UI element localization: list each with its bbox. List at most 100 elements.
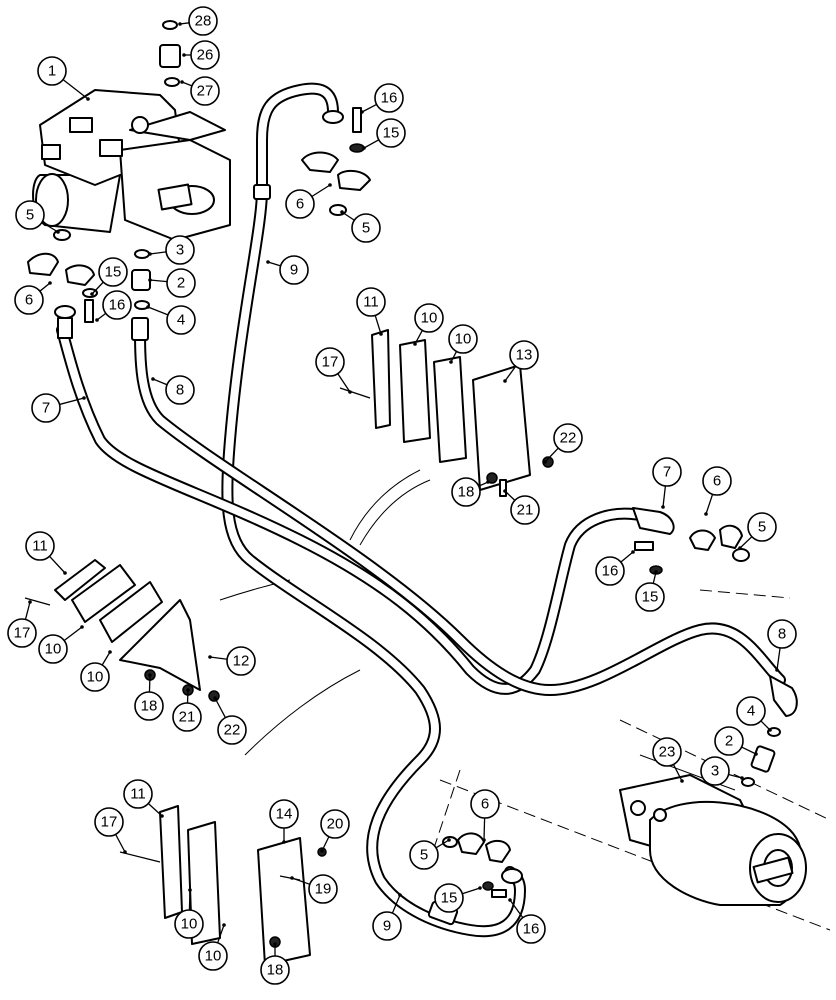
callout-22: 22 — [217, 715, 247, 745]
callout-16: 16 — [516, 914, 546, 944]
callout-number: 9 — [290, 262, 298, 279]
leader-line — [705, 494, 714, 515]
callout-number: 23 — [659, 744, 676, 761]
callout-21: 21 — [172, 702, 202, 732]
callout-11: 11 — [356, 287, 386, 317]
clamp-assembly-middle — [24, 559, 220, 702]
callout-number: 18 — [458, 484, 475, 501]
callout-number: 16 — [602, 563, 619, 580]
leader-arrow-point — [28, 600, 32, 604]
callout-22: 22 — [553, 423, 583, 453]
leader-line — [59, 397, 85, 406]
callout-15: 15 — [635, 582, 665, 612]
leader-line — [147, 802, 163, 817]
callout-4: 4 — [736, 696, 766, 726]
leader-arrow-point — [360, 110, 364, 114]
leader-line — [147, 306, 169, 316]
callout-number: 6 — [713, 473, 721, 490]
leader-line — [374, 315, 382, 335]
leader-arrow-point — [222, 923, 226, 927]
callout-circle — [94, 807, 124, 837]
callout-4: 4 — [166, 305, 196, 335]
callout-11: 11 — [123, 779, 153, 809]
callout-28: 28 — [188, 6, 218, 36]
leader-line — [209, 656, 228, 660]
callout-number: 19 — [315, 881, 332, 898]
callout-circle — [315, 347, 345, 377]
callout-circle — [509, 340, 539, 370]
callout-circle — [98, 257, 128, 287]
callout-circle — [260, 955, 290, 985]
callout-circle — [198, 941, 228, 971]
leader-arrow-point — [182, 53, 186, 57]
callout-circle — [174, 909, 204, 939]
leader-line — [149, 279, 168, 283]
leader-arrow-point — [63, 571, 67, 575]
callout-circle — [320, 809, 350, 839]
callout-number: 7 — [663, 464, 671, 481]
callout-9: 9 — [372, 911, 402, 941]
callout-10: 10 — [448, 324, 478, 354]
callout-circle — [102, 290, 132, 320]
leader-line — [217, 924, 225, 944]
callout-number: 7 — [42, 400, 50, 417]
leader-line — [341, 211, 355, 221]
callout-circle — [217, 715, 247, 745]
callout-circle — [226, 646, 256, 676]
leader-arrow-point — [48, 281, 52, 285]
callout-number: 16 — [109, 297, 126, 314]
leader-line — [414, 330, 423, 345]
leader-arrow-point — [543, 460, 547, 464]
callout-2: 2 — [166, 268, 196, 298]
leader-line — [291, 877, 311, 885]
callout-circle — [351, 213, 381, 243]
leader-arrow-point — [379, 332, 383, 336]
leader-line — [504, 490, 516, 501]
leader-line — [96, 312, 107, 321]
callout-number: 11 — [32, 538, 48, 555]
leader-arrow-point — [82, 396, 86, 400]
leader-arrow-point — [508, 898, 512, 902]
callout-circle — [7, 618, 37, 648]
leader-arrow-point — [740, 776, 744, 780]
callout-18: 18 — [134, 691, 164, 721]
callout-17: 17 — [94, 807, 124, 837]
leader-arrow-point — [282, 840, 286, 844]
callout-number: 17 — [14, 625, 31, 642]
callout-5: 5 — [15, 200, 45, 230]
leader-arrow-point — [148, 673, 152, 677]
leader-line — [462, 887, 481, 895]
callout-circle — [188, 6, 218, 36]
leader-arrow-point — [123, 850, 127, 854]
callout-number: 21 — [179, 709, 196, 726]
leader-line — [672, 764, 683, 782]
callout-circle — [15, 200, 45, 230]
leader-line — [728, 773, 743, 779]
callout-number: 5 — [420, 847, 428, 864]
callout-number: 18 — [141, 698, 158, 715]
callout-6: 6 — [285, 189, 315, 219]
callout-circle — [448, 324, 478, 354]
callout-number: 15 — [441, 890, 458, 907]
leader-arrow-point — [768, 728, 772, 732]
leader-line — [149, 251, 167, 255]
callout-6: 6 — [702, 466, 732, 496]
leader-arrow-point — [328, 183, 332, 187]
callout-number: 10 — [455, 331, 472, 348]
callout-number: 12 — [233, 653, 250, 670]
callout-number: 13 — [516, 347, 533, 364]
leader-line — [115, 834, 126, 853]
clamp-assembly-lower — [119, 805, 327, 966]
callout-12: 12 — [226, 646, 256, 676]
callout-16: 16 — [595, 556, 625, 586]
callout-number: 9 — [383, 918, 391, 935]
leader-line — [435, 839, 450, 849]
callout-number: 26 — [197, 47, 214, 64]
leader-arrow-point — [178, 22, 182, 26]
callout-number: 8 — [176, 382, 184, 399]
leader-arrow-point — [398, 893, 402, 897]
callout-circle — [166, 268, 196, 298]
leader-arrow-point — [482, 838, 486, 842]
